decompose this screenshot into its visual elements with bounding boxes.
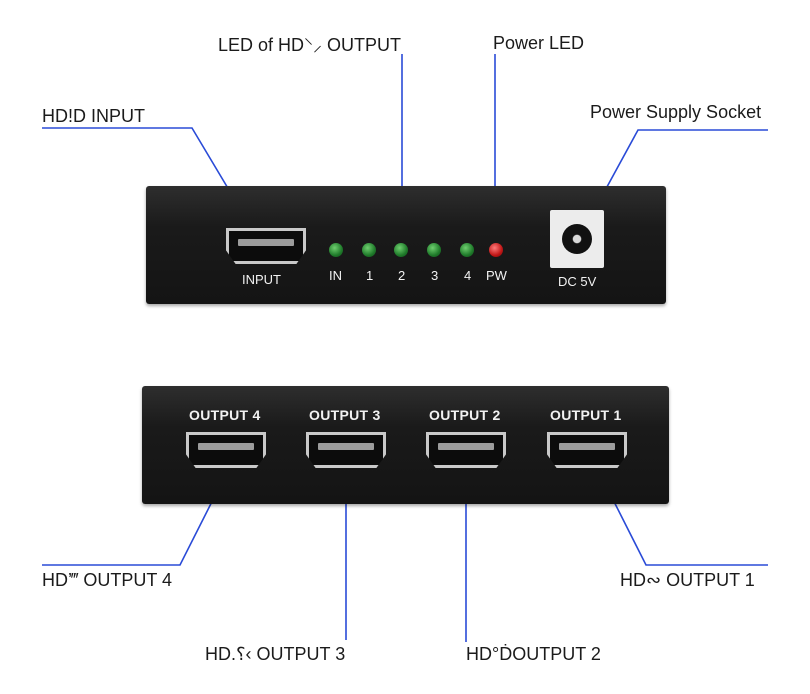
led-label-4: 4 [464, 268, 472, 283]
led-pw [489, 243, 503, 257]
led-1 [362, 243, 376, 257]
led-label-pw: PW [486, 268, 507, 283]
led-label-in: IN [329, 268, 342, 283]
dc-socket-frame [550, 210, 604, 268]
hdmi-output-3-port [306, 432, 386, 468]
callout-power-socket: Power Supply Socket [590, 102, 762, 122]
led-label-2: 2 [398, 268, 406, 283]
callout-out4: HD’‴ OUTPUT 4 [42, 570, 173, 590]
callout-power-led: Power LED [493, 33, 585, 53]
callout-led-output: LED of HD⸌⸝ OUTPUT [218, 35, 402, 55]
front-panel: INPUT IN 1 2 3 4 PW DC 5V [146, 186, 666, 304]
led-4 [460, 243, 474, 257]
callout-out2: HD°ḊOUTPUT 2 [466, 644, 601, 664]
led-label-3: 3 [431, 268, 439, 283]
hdmi-output-2-port [426, 432, 506, 468]
hdmi-input-port [226, 228, 306, 264]
output-2-label: OUTPUT 2 [429, 407, 501, 423]
hdmi-output-4-port [186, 432, 266, 468]
hdmi-output-1-port [547, 432, 627, 468]
led-2 [394, 243, 408, 257]
output-4-label: OUTPUT 4 [189, 407, 261, 423]
led-3 [427, 243, 441, 257]
input-label: INPUT [242, 272, 281, 287]
callout-out3: HD.⸮‹ OUTPUT 3 [205, 644, 346, 664]
callout-out1: HD∾ OUTPUT 1 [620, 570, 755, 590]
callout-hdmi-input: HD!D INPUT [42, 106, 145, 126]
dc-label: DC 5V [558, 274, 597, 289]
back-panel: OUTPUT 4 OUTPUT 3 OUTPUT 2 OUTPUT 1 [142, 386, 669, 504]
led-in [329, 243, 343, 257]
led-label-1: 1 [366, 268, 374, 283]
dc-power-socket [562, 224, 592, 254]
output-1-label: OUTPUT 1 [550, 407, 622, 423]
output-3-label: OUTPUT 3 [309, 407, 381, 423]
